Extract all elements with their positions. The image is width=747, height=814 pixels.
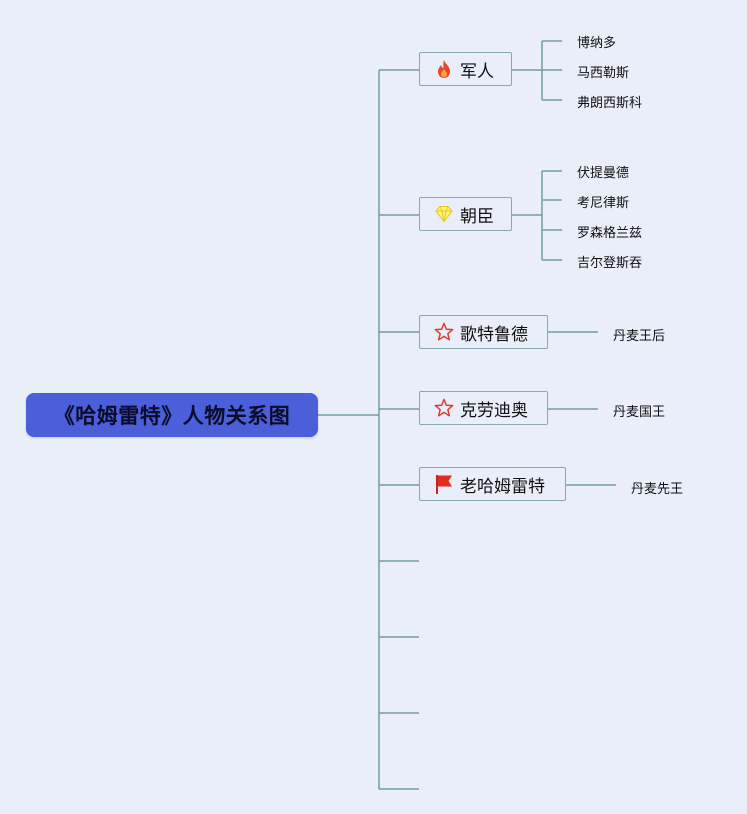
root-topic[interactable]: 《哈姆雷特》人物关系图 <box>26 393 318 437</box>
branch-node-courtiers[interactable]: 朝臣 <box>419 197 512 231</box>
leaf-item[interactable]: 考尼律斯 <box>577 196 630 211</box>
branch-node-gertrude[interactable]: 歌特鲁德 <box>419 315 548 349</box>
leaf-item[interactable]: 吉尔登斯吞 <box>577 256 643 271</box>
branch-node-old-hamlet[interactable]: 老哈姆雷特 <box>419 467 566 501</box>
branch-label: 朝臣 <box>460 206 494 227</box>
leaf-item[interactable]: 马西勒斯 <box>577 66 630 81</box>
leaf-item[interactable]: 博纳多 <box>577 36 617 51</box>
fire-icon <box>434 58 454 80</box>
branch-label: 歌特鲁德 <box>460 324 528 345</box>
leaf-item[interactable]: 弗朗西斯科 <box>577 96 643 111</box>
leaf-item[interactable]: 伏提曼德 <box>577 166 630 181</box>
red-flag-icon <box>434 473 454 495</box>
star-outline-icon <box>434 321 454 343</box>
star-outline-icon <box>434 397 454 419</box>
branch-label: 军人 <box>460 61 494 82</box>
leaf-item[interactable]: 罗森格兰兹 <box>577 226 643 241</box>
branch-label: 克劳迪奥 <box>460 400 528 421</box>
leaf-item[interactable]: 丹麦国王 <box>613 405 666 420</box>
diamond-icon <box>434 203 454 225</box>
leaf-item[interactable]: 丹麦先王 <box>631 482 684 497</box>
branch-node-military[interactable]: 军人 <box>419 52 512 86</box>
root-topic-label: 《哈姆雷特》人物关系图 <box>53 404 291 428</box>
leaf-item[interactable]: 丹麦王后 <box>613 329 666 344</box>
branch-node-claudius[interactable]: 克劳迪奥 <box>419 391 548 425</box>
branch-label: 老哈姆雷特 <box>460 476 545 497</box>
